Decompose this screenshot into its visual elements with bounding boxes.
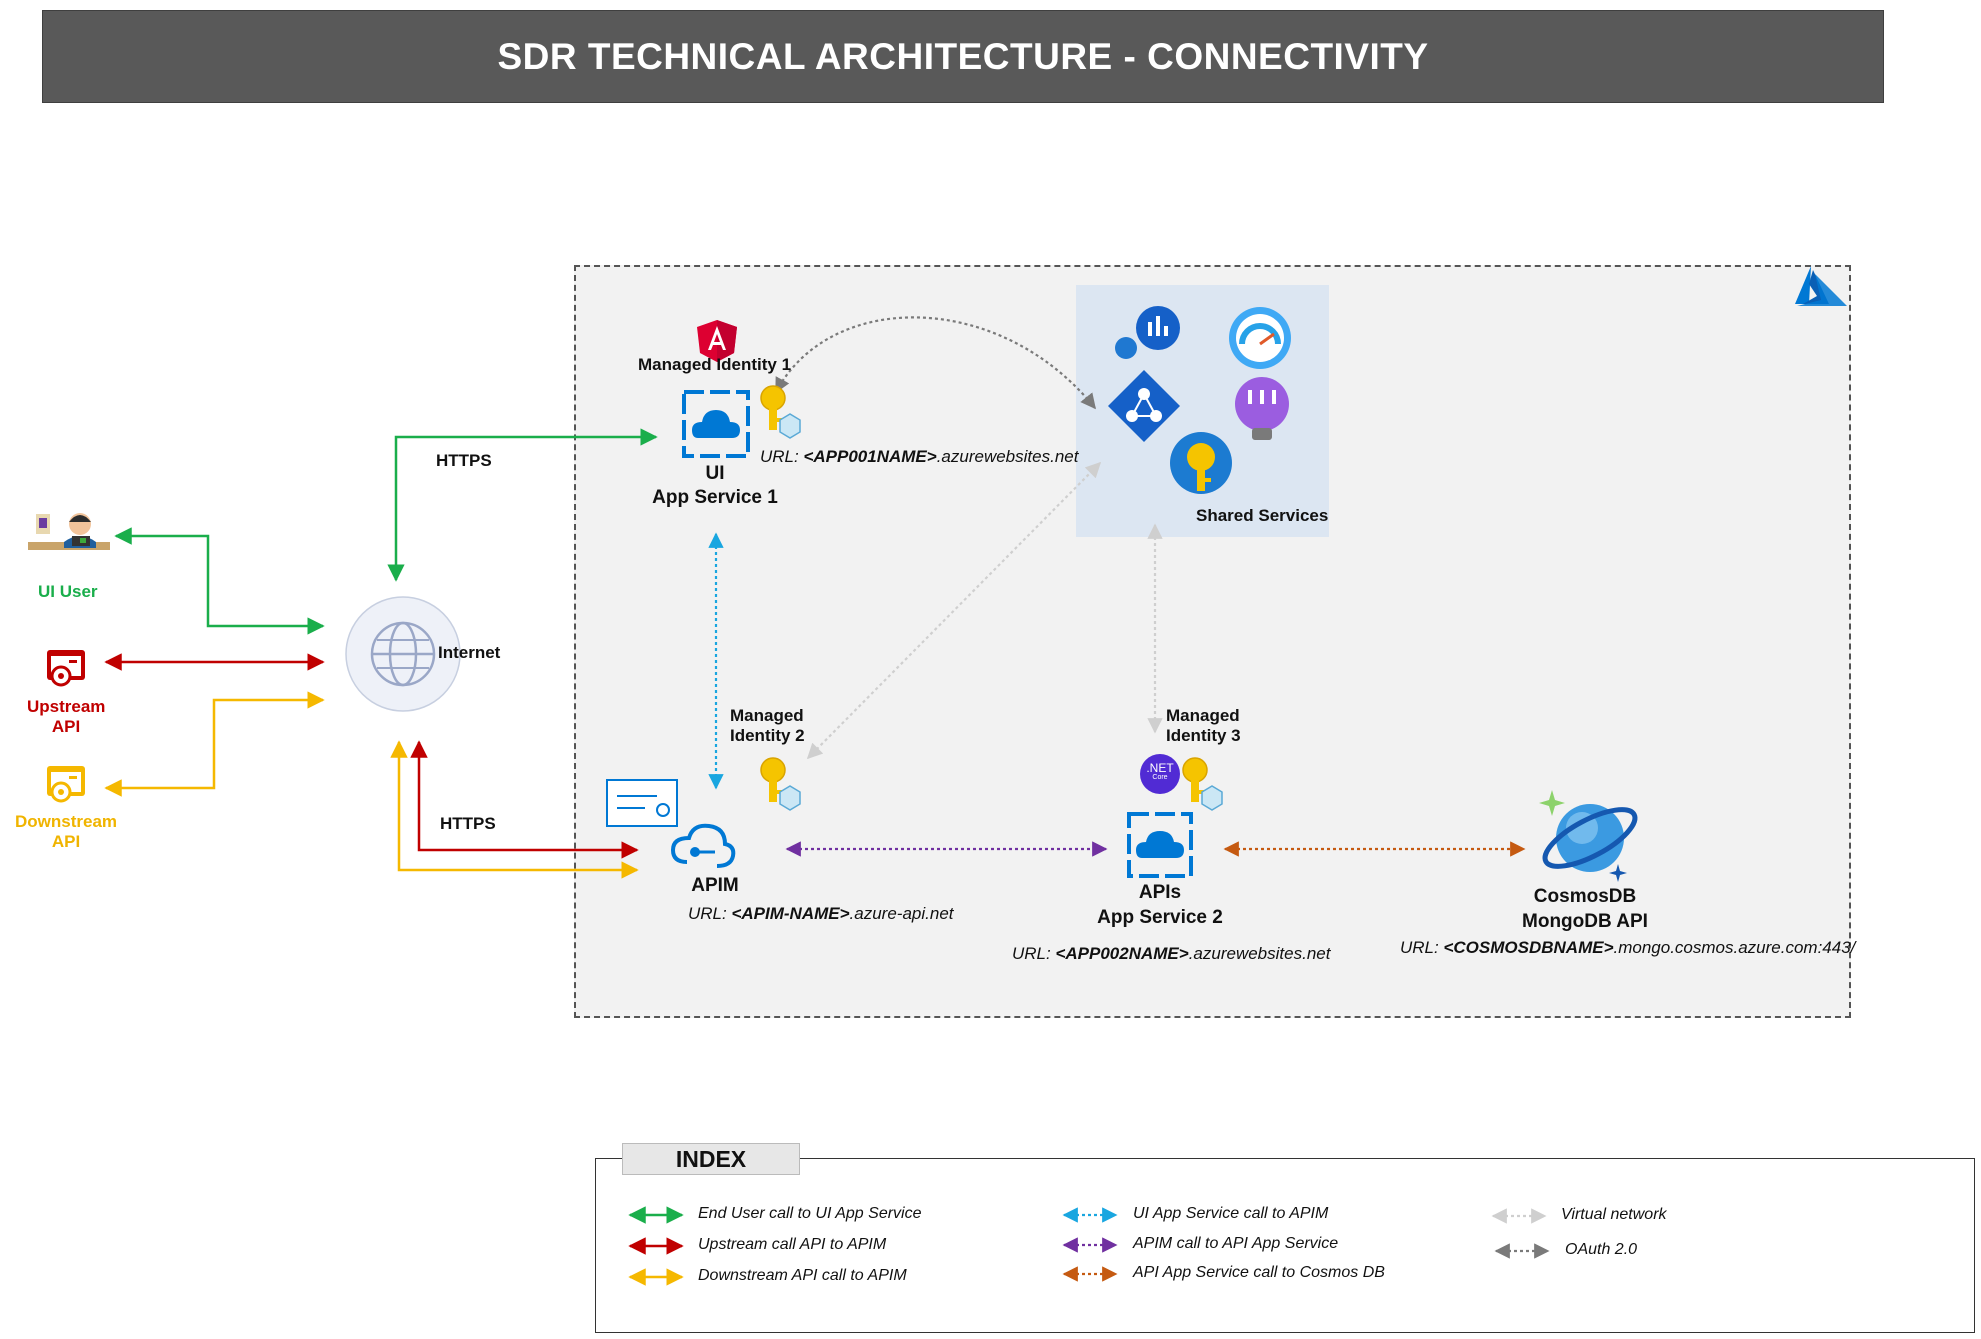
- cosmosdb-name: CosmosDB: [1533, 886, 1637, 907]
- cosmosdb-url: URL: <COSMOSDBNAME>.mongo.cosmos.azure.c…: [1400, 938, 1856, 957]
- legend-label-upstream: Upstream call API to APIM: [698, 1236, 887, 1253]
- https-label-top: HTTPS: [436, 451, 492, 470]
- page-title: SDR TECHNICAL ARCHITECTURE - CONNECTIVIT…: [497, 35, 1429, 77]
- apim-url: URL: <APIM-NAME>.azure-api.net: [688, 904, 954, 923]
- dotnet-core-icon: [1140, 754, 1180, 794]
- dashboard-gauge-icon: [1229, 307, 1291, 369]
- app-insights-bulb-icon: [1235, 377, 1289, 440]
- arrow-downstream-internet: [104, 691, 325, 797]
- api-app-service-label: App Service 2: [1097, 907, 1223, 928]
- internet-globe-icon: [345, 596, 461, 712]
- managed-identity-1-key-icon: [760, 385, 801, 439]
- ui-app-service-label: App Service 1: [652, 487, 778, 508]
- internet-label: Internet: [438, 643, 501, 662]
- index-legend: [595, 1158, 1975, 1333]
- legend-label-oauth: OAuth 2.0: [1565, 1241, 1638, 1258]
- downstream-api-icon: [47, 766, 85, 803]
- api-app-service-icon: [1127, 812, 1193, 878]
- arrow-oauth: [775, 316, 1096, 410]
- legend-label-end-user: End User call to UI App Service: [698, 1205, 922, 1222]
- angular-icon: [697, 320, 737, 362]
- legend-label-vnet: Virtual network: [1561, 1206, 1667, 1223]
- legend-label-api-cosmos: API App Service call to Cosmos DB: [1133, 1264, 1385, 1281]
- shared-services-label: Shared Services: [1196, 506, 1329, 525]
- entra-id-icon: [1108, 370, 1180, 442]
- ui-user-icon: [28, 513, 110, 550]
- monitor-insights-icon: [1115, 306, 1180, 359]
- ui-app-url: URL: <APP001NAME>.azurewebsites.net: [760, 447, 1079, 466]
- managed-identity-3-key-icon: [1182, 757, 1223, 811]
- arrow-internet-apim-yellow: [390, 740, 639, 879]
- arrow-user-internet: [114, 527, 325, 635]
- cosmosdb-service-label: MongoDB API: [1522, 911, 1648, 932]
- legend-label-ui-apim: UI App Service call to APIM: [1133, 1205, 1329, 1222]
- managed-identity-2-key-icon: [760, 757, 801, 811]
- ui-user-label: UI User: [38, 582, 98, 601]
- apim-icon: [606, 779, 736, 868]
- api-app-name: APIs: [1138, 882, 1182, 903]
- cosmosdb-icon: [1539, 790, 1638, 882]
- key-vault-icon: [1170, 432, 1232, 494]
- upstream-api-icon: [47, 650, 85, 687]
- api-app-url: URL: <APP002NAME>.azurewebsites.net: [1012, 944, 1331, 963]
- apim-name: APIM: [691, 875, 739, 896]
- index-title: INDEX: [622, 1143, 800, 1175]
- ui-app-name: UI: [705, 463, 725, 484]
- title-bar: SDR TECHNICAL ARCHITECTURE - CONNECTIVIT…: [42, 10, 1884, 103]
- legend-label-apim-api: APIM call to API App Service: [1133, 1235, 1339, 1252]
- azure-logo-icon: [1795, 266, 1847, 306]
- https-label-bottom: HTTPS: [440, 814, 496, 833]
- ui-app-service-icon: [682, 390, 750, 458]
- managed-identity-1-label: Managed Identity 1: [638, 355, 792, 374]
- arrow-internet-ui: [387, 428, 658, 582]
- legend-label-downstream: Downstream API call to APIM: [698, 1267, 907, 1284]
